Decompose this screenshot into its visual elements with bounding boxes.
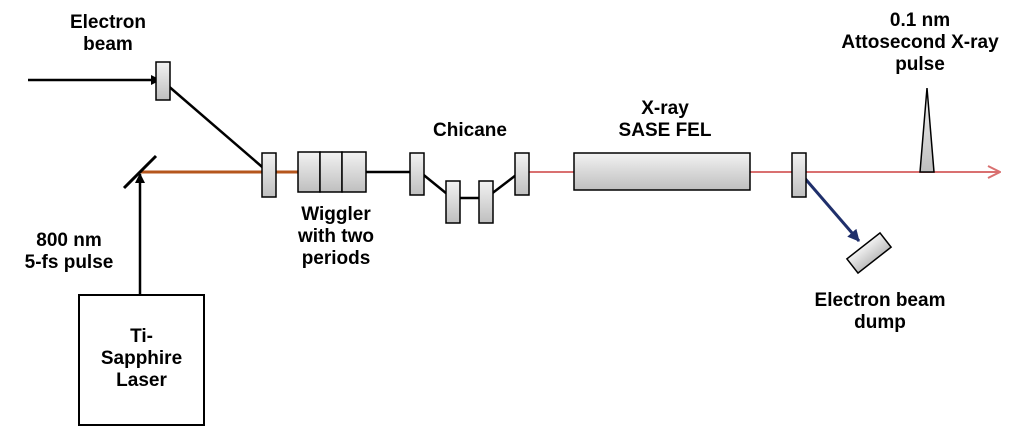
dump-separation-magnet <box>791 152 807 198</box>
fel-label: X-ray SASE FEL <box>618 98 712 141</box>
wiggler <box>297 151 367 193</box>
laser-box-label: Ti- Sapphire Laser <box>100 326 183 391</box>
electron-beam-label: Electron beam <box>69 12 147 55</box>
ti-sapphire-laser-box <box>78 294 205 426</box>
wiggler-label: Wiggler with two periods <box>298 204 374 269</box>
electron-beam-deflected <box>165 83 269 173</box>
laser-combining-magnet <box>261 152 277 198</box>
chicane-label: Chicane <box>433 120 507 141</box>
xray-sase-fel-undulator <box>573 152 751 191</box>
electron-path-chicane <box>419 171 521 200</box>
dump-label: Electron beam dump <box>814 290 946 333</box>
dump-beam <box>800 174 861 242</box>
attosecond-pulse-label: 0.1 nm Attosecond X-ray pulse <box>841 10 999 75</box>
chicane <box>409 152 530 224</box>
laser-pulse-label: 800 nm 5-fs pulse <box>24 230 114 273</box>
laser-mirror <box>122 154 158 190</box>
electron-beam-dump <box>845 231 893 275</box>
electron-injection-magnet <box>155 61 171 101</box>
attosecond-pulse-spike <box>919 87 935 173</box>
